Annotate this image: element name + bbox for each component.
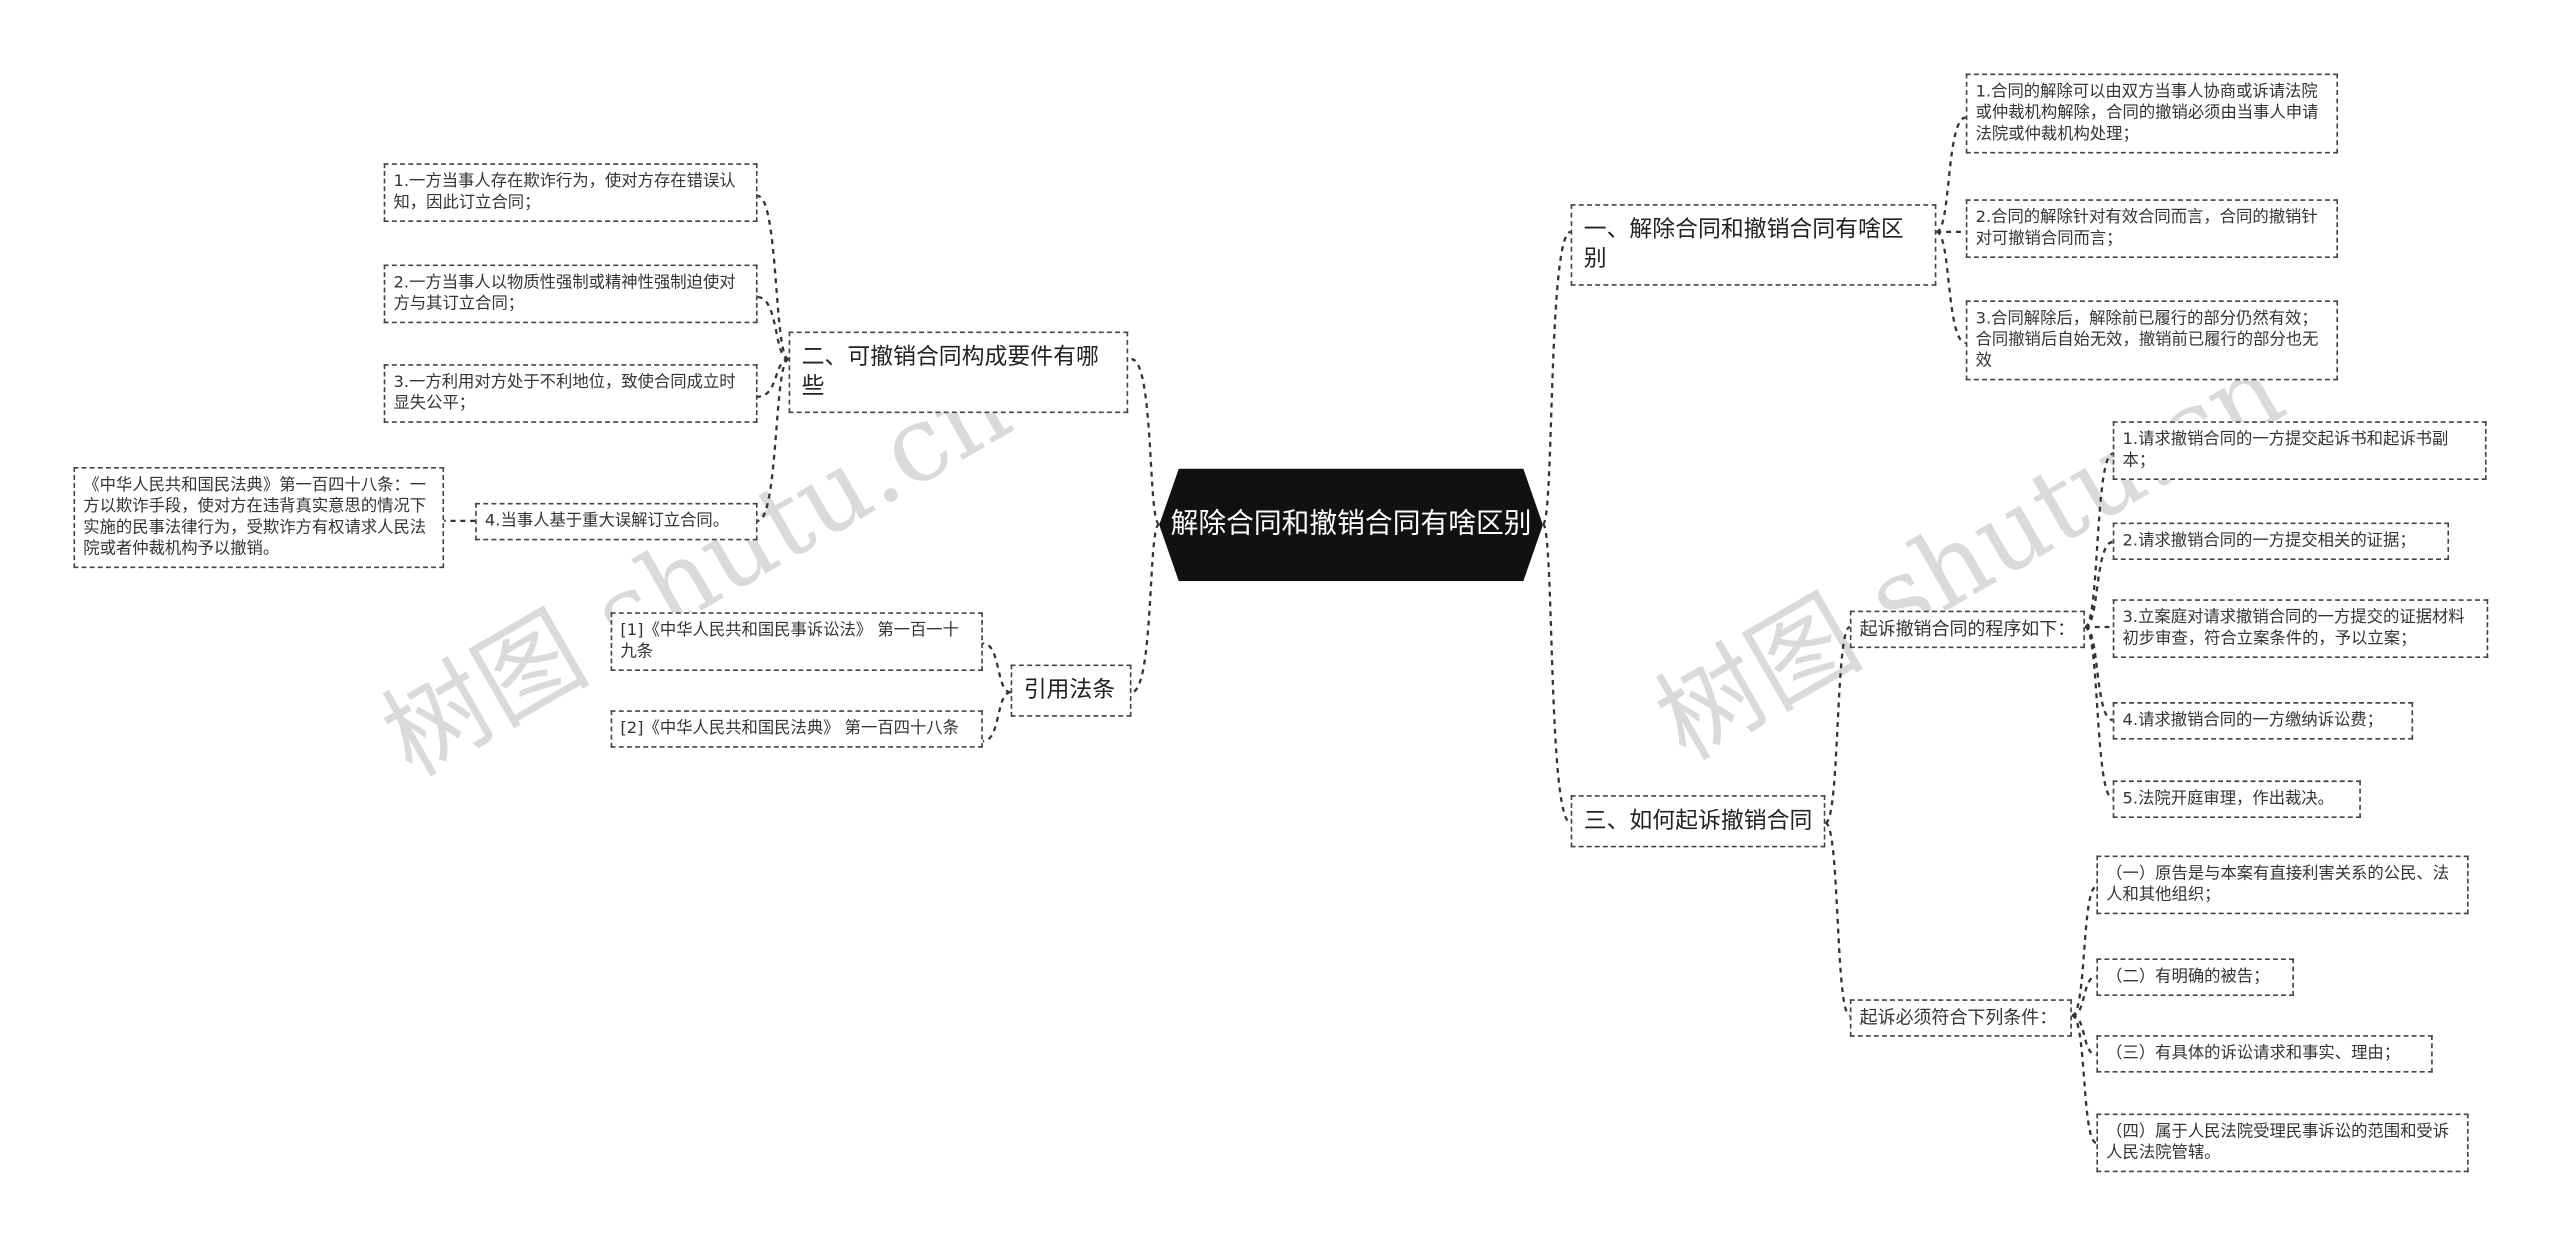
branch-how-to-sue[interactable]: 三、如何起诉撤销合同 xyxy=(1570,795,1826,848)
leaf-condition-4[interactable]: （四）属于人民法院受理民事诉讼的范围和受诉人民法院管辖。 xyxy=(2096,1113,2469,1173)
leaf-cited-law-1[interactable]: [1]《中华人民共和国民事诉讼法》 第一百一十九条 xyxy=(610,612,983,672)
leaf-condition-3[interactable]: （三）有具体的诉讼请求和事实、理由； xyxy=(2096,1035,2433,1073)
leaf-difference-1[interactable]: 1.合同的解除可以由双方当事人协商或诉请法院或仲裁机构解除，合同的撤销必须由当事… xyxy=(1965,73,2339,154)
link-b1-3 xyxy=(1935,230,1967,345)
link-b4-1 xyxy=(982,642,1011,694)
sub-conditions[interactable]: 起诉必须符合下列条件： xyxy=(1849,999,2072,1037)
root-topic[interactable]: 解除合同和撤销合同有啥区别 xyxy=(1159,468,1543,582)
link-b3-cond xyxy=(1824,821,1851,1017)
link-b2-2 xyxy=(757,296,790,361)
leaf-procedure-5[interactable]: 5.法院开庭审理，作出裁决。 xyxy=(2112,780,2361,818)
leaf-element-2[interactable]: 2.一方当事人以物质性强制或精神性强制迫使对方与其订立合同； xyxy=(383,264,758,324)
leaf-condition-2[interactable]: （二）有明确的被告； xyxy=(2096,958,2294,996)
leaf-element-4[interactable]: 4.当事人基于重大误解订立合同。 xyxy=(475,502,758,541)
sub-procedure[interactable]: 起诉撤销合同的程序如下： xyxy=(1849,610,2085,649)
leaf-element-3[interactable]: 3.一方利用对方处于不利地位，致使合同成立时显失公平； xyxy=(383,364,758,423)
branch-elements[interactable]: 二、可撤销合同构成要件有哪些 xyxy=(788,331,1129,414)
leaf-difference-3[interactable]: 3.合同解除后，解除前已履行的部分仍然有效；合同撤销后自始无效，撤销前已履行的部… xyxy=(1965,300,2339,381)
link-b2-1 xyxy=(757,194,790,361)
leaf-cited-law-2[interactable]: [2]《中华人民共和国民法典》 第一百四十八条 xyxy=(610,710,983,748)
leaf-element-4-note[interactable]: 《中华人民共和国民法典》第一百四十八条：一方以欺诈手段，使对方在违背真实意思的情… xyxy=(73,466,445,569)
link-proc-4 xyxy=(2084,625,2114,722)
link-proc-2 xyxy=(2084,540,2114,629)
link-b3-proc xyxy=(1824,625,1851,825)
leaf-procedure-4[interactable]: 4.请求撤销合同的一方缴纳诉讼费； xyxy=(2112,702,2414,740)
leaf-procedure-3[interactable]: 3.立案庭对请求撤销合同的一方提交的证据材料初步审查，符合立案条件的，予以立案； xyxy=(2112,599,2489,658)
link-cond-2 xyxy=(2071,975,2097,1017)
link-b4-2 xyxy=(982,691,1011,743)
link-b1-1 xyxy=(1935,116,1967,233)
branch-difference[interactable]: 一、解除合同和撤销合同有啥区别 xyxy=(1570,204,1937,286)
link-proc-5 xyxy=(2083,625,2114,800)
link-root-b3 xyxy=(1541,522,1572,825)
link-proc-1 xyxy=(2083,452,2114,629)
leaf-element-1[interactable]: 1.一方当事人存在欺诈行为，使对方存在错误认知，因此订立合同； xyxy=(383,163,758,223)
branch-cited-laws[interactable]: 引用法条 xyxy=(1010,664,1132,717)
link-b2-3 xyxy=(757,358,789,398)
leaf-condition-1[interactable]: （一）原告是与本案有直接利害关系的公民、法人和其他组织； xyxy=(2096,855,2469,915)
link-root-b4 xyxy=(1131,522,1161,694)
link-b2-4 xyxy=(757,358,790,522)
link-root-b1 xyxy=(1541,230,1572,526)
leaf-procedure-1[interactable]: 1.请求撤销合同的一方提交起诉书和起诉书副本； xyxy=(2112,421,2487,481)
link-cond-3 xyxy=(2071,1014,2097,1056)
leaf-procedure-2[interactable]: 2.请求撤销合同的一方提交相关的证据； xyxy=(2112,522,2450,561)
link-root-b2 xyxy=(1131,358,1161,526)
leaf-difference-2[interactable]: 2.合同的解除针对有效合同而言，合同的撤销针对可撤销合同而言； xyxy=(1965,199,2339,258)
